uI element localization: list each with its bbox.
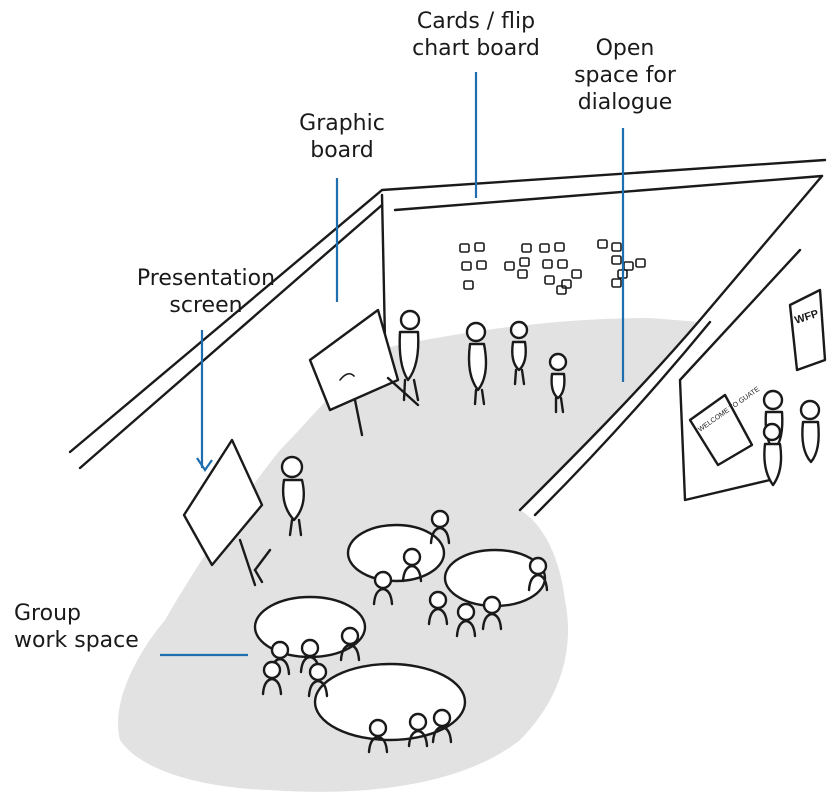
sticky-card	[463, 280, 474, 290]
seated-person	[261, 660, 283, 696]
label-cards-flip-chart: Cards / flip chart board	[368, 8, 584, 62]
seated-person	[429, 509, 451, 545]
seated-person	[455, 602, 477, 638]
seated-person	[431, 708, 453, 744]
seated-person	[527, 556, 549, 592]
seated-person	[427, 590, 449, 626]
seated-person	[481, 595, 503, 631]
sticky-card	[519, 257, 530, 267]
seated-person	[401, 547, 423, 583]
side-room: WFP WELCOME TO GUATE	[688, 288, 827, 487]
person-4	[280, 455, 305, 537]
label-cards-line1: Cards / flip	[416, 9, 536, 34]
seated-person	[367, 718, 389, 754]
label-open-line1: Open	[595, 36, 655, 61]
seated-person	[339, 626, 361, 662]
sticky-card	[476, 260, 487, 270]
seated-person	[307, 662, 329, 698]
label-open-line3: dialogue	[577, 90, 673, 115]
label-group-line1: Group	[14, 601, 81, 626]
standing-people	[280, 309, 568, 537]
room-walls	[68, 158, 827, 517]
label-open-space: Open space for dialogue	[545, 35, 705, 116]
sticky-card	[474, 242, 485, 252]
label-group-work-space: Group work space	[14, 600, 164, 654]
sticky-card	[556, 285, 567, 295]
label-graphic-line1: Graphic	[299, 111, 385, 136]
person-3	[548, 352, 568, 414]
label-group-line2: work space	[14, 628, 139, 653]
person-1	[465, 321, 488, 406]
seated-person	[299, 638, 321, 674]
seated-person	[372, 570, 394, 606]
label-graphic-line2: board	[310, 138, 374, 163]
sticky-card	[539, 243, 550, 253]
sticky-card	[623, 261, 634, 271]
seated-people	[261, 509, 549, 754]
sticky-card	[517, 269, 528, 279]
sticky-card	[461, 261, 472, 271]
sticky-card	[557, 259, 568, 269]
sticky-card	[544, 275, 555, 285]
label-presentation-line1: Presentation	[136, 266, 276, 291]
seated-person	[407, 712, 429, 748]
sticky-card	[521, 243, 532, 253]
graphic-board-easel	[308, 308, 420, 437]
sticky-card	[554, 242, 565, 252]
sticky-card	[504, 261, 515, 271]
leader-lines	[160, 72, 625, 657]
sticky-card	[635, 258, 646, 268]
label-open-line2: space for	[574, 63, 676, 88]
label-presentation-screen: Presentation screen	[108, 265, 304, 319]
label-graphic-board: Graphic board	[282, 110, 402, 164]
sticky-card	[542, 259, 553, 269]
person-2	[509, 320, 529, 386]
sticky-card	[611, 242, 622, 252]
label-presentation-line2: screen	[169, 293, 243, 318]
sticky-card	[459, 243, 470, 253]
sticky-cards	[459, 239, 646, 295]
sticky-card	[611, 278, 622, 288]
presentation-screen	[182, 438, 272, 587]
sticky-card	[611, 255, 622, 265]
sticky-card	[597, 239, 608, 249]
sticky-card	[571, 269, 582, 279]
label-cards-line2: chart board	[412, 36, 540, 61]
person-presenter	[398, 309, 421, 402]
